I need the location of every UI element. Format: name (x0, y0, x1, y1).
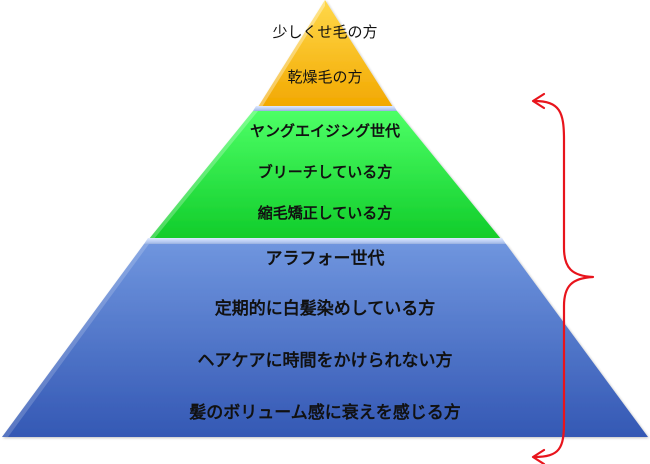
pyramid-tier-top (258, 0, 393, 107)
tier-top-label-1: 少しくせ毛の方 (272, 23, 377, 41)
tier-middle-label-1: ヤングエイジング世代 (250, 122, 400, 140)
tier-bottom-label-1: アラフォー世代 (266, 248, 385, 269)
tier-middle-label-3: 縮毛矯正している方 (258, 204, 393, 222)
tier-separator-bottom (144, 238, 506, 244)
tier-middle-label-2: ブリーチしている方 (258, 163, 393, 181)
pyramid-tier-middle (149, 111, 501, 239)
curly-bracket-arrow (531, 92, 595, 464)
tier-top-label-2: 乾燥毛の方 (287, 68, 362, 86)
tier-bottom-label-3: ヘアケアに時間をかけられない方 (198, 350, 453, 371)
tier-bottom-label-4: 髪のボリューム感に衰えを感じる方 (188, 402, 461, 423)
tier-bottom-label-2: 定期的に白髪染めしている方 (215, 298, 436, 319)
tier-separator-top (253, 106, 397, 111)
pyramid-tier-bottom (2, 244, 648, 437)
